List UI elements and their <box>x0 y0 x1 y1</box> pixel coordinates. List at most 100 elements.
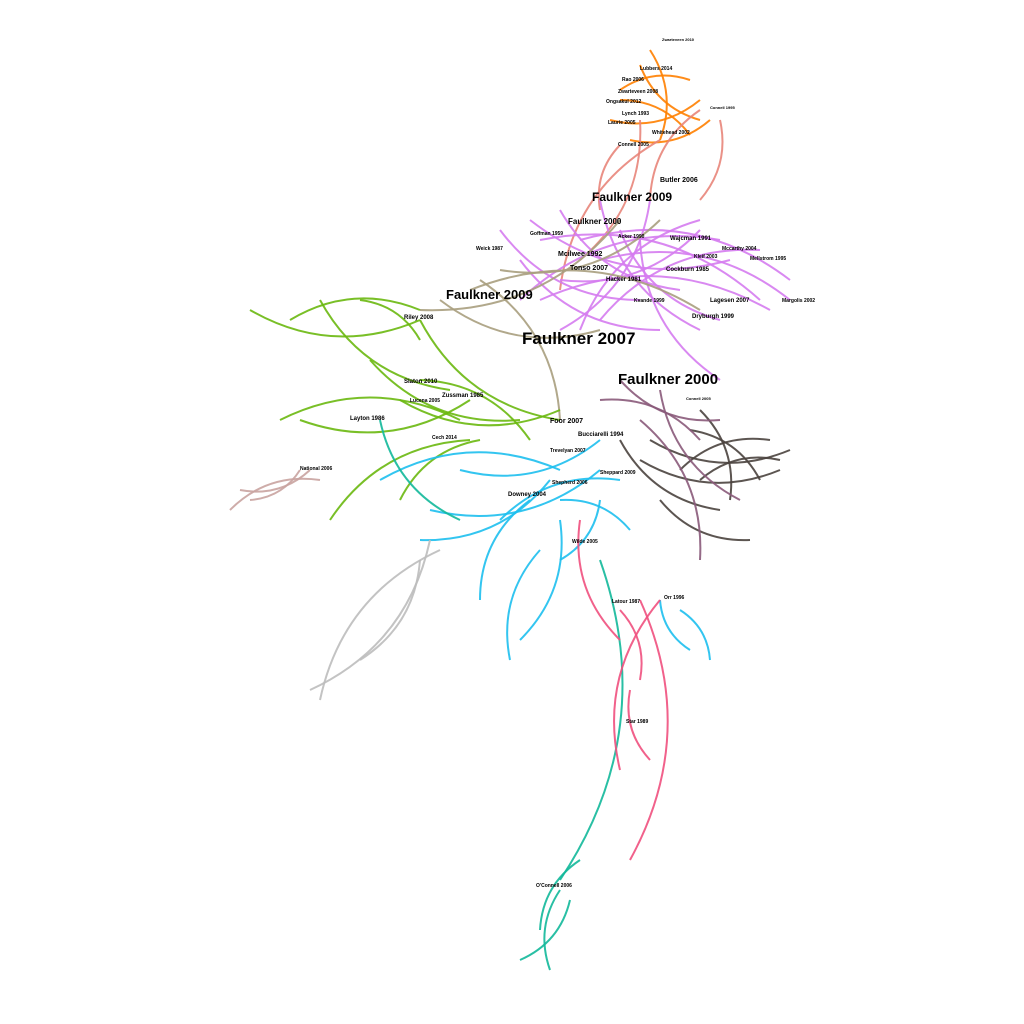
edge-cyan <box>379 451 561 481</box>
node-label: Shepherd 2006 <box>552 480 588 486</box>
edge-violet <box>619 229 721 321</box>
edge-teal <box>379 419 461 521</box>
node-label: Hacker 1981 <box>606 277 642 283</box>
node-label: Weick 1987 <box>476 246 503 252</box>
node-label: Slaton 2010 <box>404 379 438 385</box>
edge-violet <box>499 229 641 301</box>
node-label: National 2006 <box>300 466 332 472</box>
node-label: Layton 1986 <box>350 416 385 422</box>
node-label: Faulkner 2000 <box>618 371 718 388</box>
edge-green <box>299 399 471 434</box>
edge-green <box>369 359 521 422</box>
edge-violet <box>599 248 761 321</box>
edge-cyan <box>559 499 601 561</box>
node-label: Connell 2005 <box>686 396 711 401</box>
edge-orange <box>619 74 691 91</box>
node-label: Riley 2008 <box>404 315 434 321</box>
edge-pink <box>577 519 621 641</box>
node-label: Goffman 1959 <box>530 231 563 237</box>
edge-violet <box>539 233 761 301</box>
edge-orange <box>629 119 711 144</box>
edge-violet <box>639 239 721 381</box>
edge-khaki <box>439 299 601 339</box>
edge-orange <box>609 99 701 125</box>
node-label: Mellstrom 1995 <box>750 256 786 262</box>
node-label: Faulkner 2000 <box>568 217 622 226</box>
edge-green <box>279 396 461 421</box>
edge-green <box>289 297 421 321</box>
edge-pink <box>629 599 669 861</box>
edge-teal <box>559 559 624 881</box>
node-label: Connell 2005 <box>618 142 649 148</box>
edge-green <box>399 439 481 501</box>
edge-mauve <box>659 389 741 501</box>
edge-cyan <box>419 479 551 542</box>
edge-cyan <box>519 519 563 641</box>
edge-violet <box>559 209 681 291</box>
edge-layer <box>229 49 791 971</box>
node-label: Trevelyan 2007 <box>550 448 586 454</box>
edge-grey <box>309 539 431 691</box>
node-label: Acker 1990 <box>618 234 645 240</box>
edge-pink <box>613 599 661 771</box>
node-label: Orr 1996 <box>664 595 685 601</box>
node-label: Ongsakul 2012 <box>606 99 642 105</box>
edge-khaki <box>419 219 621 312</box>
edge-orange <box>649 49 668 141</box>
edge-violet <box>519 259 661 331</box>
node-label: Cech 2014 <box>432 435 457 441</box>
edge-cyan <box>559 498 631 531</box>
edge-cyan <box>679 609 711 661</box>
edge-salmon <box>597 144 621 211</box>
edge-dark <box>659 499 751 542</box>
edge-pink <box>619 609 643 681</box>
node-label: Faulkner 2009 <box>592 190 672 204</box>
edge-teal <box>519 899 571 961</box>
edge-dark <box>689 429 761 481</box>
node-label: Mcilwee 1992 <box>558 251 602 258</box>
edge-rose <box>239 469 311 493</box>
edge-cyan <box>479 499 531 601</box>
edge-salmon <box>649 109 701 201</box>
edge-cyan <box>506 549 541 661</box>
node-label: Laurie 2005 <box>608 120 636 126</box>
edge-dark <box>679 437 771 471</box>
edge-cyan <box>459 439 601 477</box>
node-label: Dryburgh 1999 <box>692 314 735 320</box>
edge-teal <box>539 859 581 931</box>
node-label: Lucena 2005 <box>410 398 440 404</box>
edge-salmon <box>699 119 724 201</box>
node-label: Kleif 2003 <box>694 254 718 260</box>
node-label: Cockburn 1985 <box>666 267 710 273</box>
edge-violet <box>579 219 701 331</box>
node-label: Foor 2007 <box>550 418 583 425</box>
node-label: Faulkner 2009 <box>446 287 533 302</box>
node-label: Tonso 2007 <box>570 265 608 272</box>
node-label: O'Connell 2006 <box>536 883 572 889</box>
edge-violet <box>559 229 701 283</box>
edge-khaki <box>479 279 561 421</box>
node-label: Rao 2006 <box>622 77 644 83</box>
edge-grey <box>359 559 421 661</box>
node-label: Kvande 1999 <box>634 298 665 304</box>
edge-pink <box>627 689 651 761</box>
node-label: Star 1989 <box>626 719 648 725</box>
node-label: Latour 1987 <box>612 599 640 605</box>
node-label: Wajcman 1991 <box>670 236 712 242</box>
edge-green <box>419 379 531 441</box>
edge-green <box>419 319 561 421</box>
edge-khaki <box>499 219 661 274</box>
edge-dark <box>639 459 781 484</box>
node-label: Bucciarelli 1994 <box>578 432 624 438</box>
node-label: Connell 1995 <box>710 105 735 110</box>
edge-green <box>329 439 471 521</box>
edge-rose <box>229 477 321 511</box>
edge-violet <box>529 219 731 270</box>
edge-rose <box>249 469 301 501</box>
edge-dark <box>619 439 721 511</box>
edge-dark <box>699 456 781 481</box>
node-label: Zwarteveen 2008 <box>618 89 658 95</box>
edge-green <box>319 299 451 391</box>
edge-violet <box>539 275 771 311</box>
edge-orange <box>619 99 691 136</box>
